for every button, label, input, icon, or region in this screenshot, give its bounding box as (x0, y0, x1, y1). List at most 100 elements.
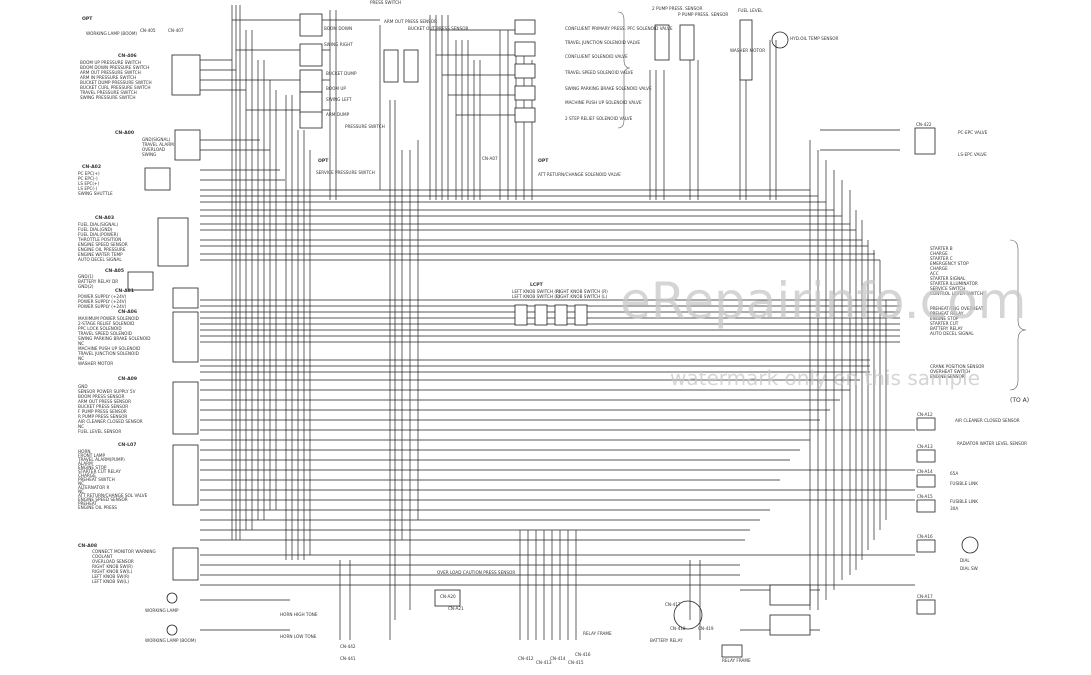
l07-7: PREHEAT SWITCH (78, 477, 115, 482)
cn-a01-label: CN-A01 (115, 288, 134, 294)
arm-out-press-label: ARM OUT PRESS SENSOR (384, 19, 437, 24)
cn-a16-label: CN-A16 (917, 534, 933, 539)
solenoid-3: TRAVEL SPEED SOLENOID VALVE (564, 70, 633, 75)
cn-442-label: CN-442 (340, 644, 356, 649)
pressure-switch-connector: CN-406 (118, 53, 137, 59)
a01-1: POWER SUPPLY (+24V) (78, 299, 127, 304)
cn-417-label: CN-417 (665, 602, 681, 607)
a09-4: BUCKET PRESS SENSOR (78, 404, 128, 409)
l07-2: TRAVEL ALARM(PUMP) (77, 457, 125, 462)
ps-label-4: BUCKET DUMP PRESSURE SWITCH (80, 80, 152, 85)
radiator-label: RADIATOR WATER LEVEL SENSOR (957, 441, 1027, 446)
rl-0: STARTER B (930, 246, 953, 251)
att-return-label: ATT RETURN/CHANGE SOLENOID VALVE (538, 172, 621, 177)
cn-422-label: CN-422 (916, 122, 932, 127)
a06-7: TRAVEL JUNCTION SOLENOID (77, 351, 139, 356)
a06-5: NC (78, 341, 84, 346)
a02-1: PC EPC(-) (78, 176, 98, 181)
rl-6: STARTER SIGNAL (930, 276, 966, 281)
cn-a07-label: CN-A07 (482, 156, 498, 161)
solenoid-6: 2 STEP RELIEF SOLENOID VALVE (565, 116, 633, 121)
cn-415-label: CN-415 (568, 660, 584, 665)
l07-9: ALTERNATOR R (78, 485, 110, 490)
lcpt-label: LCPT (530, 282, 544, 288)
rl-3: EMERGENCY STOP (930, 261, 969, 266)
rl-15: AUTO DECEL SIGNAL (930, 331, 974, 336)
a09-8: NC (78, 424, 84, 429)
horn-low-label: HORN LOW TONE (280, 634, 317, 639)
l07-11: ATT RETURN/CHANGE SOL VALVE (78, 493, 148, 498)
boom-down-label: BOOM DOWN (324, 26, 352, 31)
arm-dump-label: ARM DUMP (326, 112, 350, 117)
working-lamp-label: WORKING LAMP (145, 608, 179, 613)
ps-label-0: BOOM UP PRESSURE SWITCH (80, 60, 141, 65)
swing-right-label: SWING RIGHT (324, 42, 353, 47)
rl-1: CHARGE (930, 251, 948, 256)
horn-high-label: HORN HIGH TONE (280, 612, 318, 617)
cn-407-label: CN-407 (168, 28, 184, 33)
cn-416-label: CN-416 (575, 652, 591, 657)
solenoid-1: TRAVEL JUNCTION SOLENOID VALVE (564, 40, 640, 45)
washer-motor-label: WASHER MOTOR (730, 48, 765, 53)
knob-3: RIGHT KNOB SWITCH (L) (556, 294, 608, 299)
a06-2: PPC LOCK SOLENOID (78, 326, 122, 331)
cn-a14-label: CN-A14 (917, 469, 933, 474)
rl-2: STARTER C (930, 256, 953, 261)
connector-blocks (127, 13, 936, 658)
cn-418-label: CN-418 (670, 626, 686, 631)
rl-14: BATTERY RELAY (930, 326, 963, 331)
air-cleaner-label: AIR CLEANER CLOSED SENSOR (955, 418, 1020, 423)
cn-405-label: CN-405 (140, 28, 156, 33)
cn-a12-label: CN-A12 (917, 412, 933, 417)
a01-0: POWER SUPPLY (+24V) (78, 294, 127, 299)
center-opt-label: OPT (318, 158, 329, 164)
rl-5: ACC (930, 271, 939, 276)
cn-a00-label: CN-A00 (115, 130, 134, 136)
knob-1: LEFT KNOB SWITCH (L) (512, 294, 560, 299)
bucket-out-press-label: BUCKET OUT PRESS SENSOR (408, 26, 469, 31)
cn-a03-label: CN-A03 (95, 215, 114, 221)
service-pressure-switch-label: SERVICE PRESSURE SWITCH (316, 170, 375, 175)
a02-3: LS EPC(-) (78, 186, 98, 191)
fusible-link-2: FUSIBLE LINK (950, 499, 978, 504)
a06-6: MACHINE PUSH UP SOLENOID (78, 346, 140, 351)
pressure-switch-title: PRESSURE SWITCH (345, 124, 385, 129)
watermark-sub: watermark only on this sample (670, 366, 980, 390)
relay-frame-label: RELAY FRAME (583, 631, 612, 636)
a03-0: FUEL DIAL(SIGNAL) (78, 222, 119, 227)
a03-4: ENGINE SPEED SENSOR (78, 242, 128, 247)
a06-3: TRAVEL SPEED SOLENOID (77, 331, 132, 336)
rl-8: SERVICE SWITCH (930, 286, 965, 291)
cn-413-label: CN-413 (536, 660, 552, 665)
a08-2: OVERLOAD SENSOR (92, 559, 134, 564)
rl-13: STARTER CUT (930, 321, 959, 326)
ps-label-1: BOOM DOWN PRESSURE SWITCH (80, 65, 149, 70)
l07-3: ALARM (78, 461, 93, 466)
a08-6: LEFT KNOB SW(L) (92, 579, 129, 584)
swing-left-label: SWING LEFT (326, 97, 352, 102)
a02-4: SWING SHUTTLE (78, 191, 113, 196)
a03-3: THROTTLE POSITION (77, 237, 121, 242)
ps-label-7: SWING PRESSURE SWITCH (80, 95, 136, 100)
a00-1: TRAVEL ALARM (141, 142, 174, 147)
hyd-temp-label: HYD.OIL TEMP SENSOR (790, 36, 839, 41)
a09-5: F PUMP PRESS SENSOR (78, 409, 127, 414)
rl-4: CHARGE (930, 266, 948, 271)
a09-7: AIR CLEANER CLOSED SENSOR (78, 419, 143, 424)
a00-2: OVERLOAD (142, 147, 165, 152)
a09-9: FUEL LEVEL SENSOR (78, 429, 121, 434)
a05-1: BATTERY RELAY DR (78, 279, 118, 284)
cn-412-label: CN-412 (518, 656, 534, 661)
a09-6: R PUMP PRESS SENSOR (78, 414, 127, 419)
a03-5: ENGINE OIL PRESSURE (78, 247, 126, 252)
cn-a02-label: CN-A02 (82, 164, 101, 170)
a03-7: AUTO DECEL SIGNAL (78, 257, 122, 262)
l07-0: HORN (78, 449, 91, 454)
a08-3: RIGHT KNOB SW(R) (92, 564, 133, 569)
fuse-30a-label: 30A (950, 506, 958, 511)
dial-sw-label: DIAL SW (960, 566, 978, 571)
cn-441-label: CN-441 (340, 656, 356, 661)
a05-0: GND(1) (78, 274, 94, 279)
rl-9: CONTROL LEVER SWITCH (930, 291, 983, 296)
overload-sensor-label: OVER LOAD CAUTION PRESS SENSOR (437, 570, 515, 575)
